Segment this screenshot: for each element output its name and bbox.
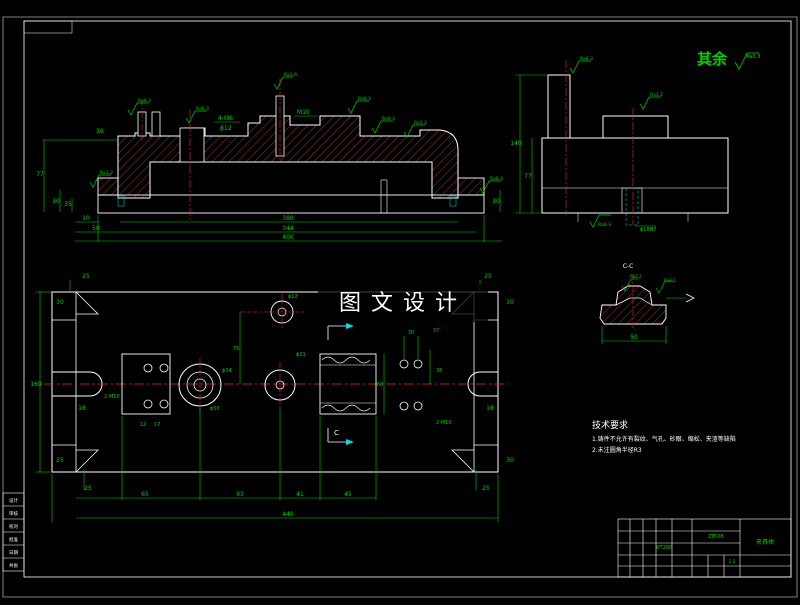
side-table-cell: 日期 [9,550,18,556]
dim-plan-seg-a: 65 [141,491,149,498]
rough-section: Ra3.2 [664,278,676,283]
rough-front: Ra3.2 [100,170,113,176]
plan-body [51,291,499,473]
dim-plan-tl-y: 30 [56,299,64,306]
watermark-text: 图文设计 [339,291,467,316]
dim-plan-total: 440 [282,511,294,518]
dim-plan-bore-c: ϕ21 [296,352,306,358]
dim-side-bore: ϕ18H7 [640,227,657,233]
side-table-cell: 共张 [9,562,18,569]
front-view: 380 344 400 50 10 77 30 35 30 M10 4-M6 ϕ… [36,72,503,242]
rough-side: Ra6.3 [580,56,593,62]
roughness-symbol-icon [734,52,759,70]
dim-side-height: 140 [510,140,522,147]
dim-plan-half: 38 [436,368,442,374]
title-block-scale: 1:2 [728,559,735,565]
dim-front-len-a: 380 [282,215,294,222]
dim-plan-seg-d: 45 [344,491,352,498]
drawing-frame [2,16,798,598]
rough-front: Ra1.6 [284,72,297,78]
dim-plan-slot-r: 18 [486,405,494,412]
side-table-cell: 校对 [9,523,18,530]
dim-plan-height: 160 [30,381,42,388]
dim-plan-hole-b: 2-M10 [436,420,452,426]
dim-plan-sub-b: 17 [154,422,160,428]
dim-plan-hole-a: 2-M10 [104,394,120,400]
dim-plan-bore-a: ϕ34 [222,368,232,374]
side-view: 140 77 ϕ18H7 Ra6.3 Ra3.2 Ra6.3 [510,56,729,233]
dim-plan-pin-hole: ϕ12 [288,294,298,300]
watermark: 图文设计 [318,284,488,322]
section-label: C-C [623,263,634,270]
notes-item: 1.铸件不允许有裂纹、气孔、砂眼、缩松、夹渣等缺陷 [592,435,736,443]
side-table-cell: 批准 [9,536,18,543]
dim-front-len-b: 344 [282,225,294,232]
dim-plan-tr-x: 25 [484,273,492,280]
dim-front-len-c: 400 [282,234,294,241]
dim-plan-seg-c: 41 [296,491,304,498]
side-table-cell: 审核 [9,510,18,517]
dim-plan-tl-x: 25 [82,273,90,280]
notes-title: 技术要求 [592,419,628,431]
view-arrow-label: C [334,429,339,437]
dim-plan-bl-y: 25 [56,457,64,464]
dim-front-hole-dia: ϕ12 [220,125,232,132]
rough-front: Ra6.3 [196,106,209,112]
dim-plan-sub-a: 12 [140,422,146,428]
dim-plan-br-x: 25 [482,485,490,492]
plan-view: C 440 65 93 41 [30,273,514,522]
dim-plan-tr-y: 30 [506,299,514,306]
dim-plan-slot-w: 60 [377,382,383,388]
rough-front: Ra6.3 [490,176,503,182]
dim-plan-br-y: 30 [506,457,514,464]
rough-front: Ra6.3 [358,96,371,102]
dim-front-left-a: 50 [92,225,100,232]
dim-plan-span-b: 30 [408,330,414,336]
roughness-value: Ra6.3 [746,54,760,60]
rough-front: Ra6.3 [138,98,151,104]
side-body [541,137,729,214]
rough-front: Ra3.2 [414,120,427,126]
rough-side: Ra3.2 [650,92,663,98]
rough-side: Ra6.3 [598,222,611,228]
rough-section: Ra3.2 [630,274,642,279]
dim-front-height-c: 35 [64,201,72,208]
dim-side-base-h: 77 [524,173,532,180]
title-block-name: 夹具体 [756,538,774,546]
roughness-label: 其余 [697,50,728,68]
technical-notes: 技术要求 1.铸件不允许有裂纹、气孔、砂眼、缩松、夹渣等缺陷 2.未注圆角半径R… [592,419,736,454]
dim-front-side-h: 30 [96,128,104,135]
dim-front-right-h: 30 [492,198,500,205]
dim-front-height-a: 77 [36,171,44,178]
title-block [617,518,792,578]
dim-plan-y-offset: 75 [233,346,239,352]
dim-plan-span-a: 37 [433,328,439,334]
side-table: 设计 审核 校对 批准 日期 共张 [2,492,25,572]
rough-front: Ra6.3 [382,116,395,122]
dim-front-hole-top: 4-M6 [218,115,233,122]
dim-front-thread: M10 [297,109,310,116]
front-body-section [117,115,459,199]
plan-center-block [319,353,377,415]
front-base [97,194,485,214]
title-block-code: ZJT-08 [708,534,724,540]
notes-item: 2.未注圆角半径R3 [592,446,642,454]
dim-plan-slot-l: 18 [78,405,86,412]
general-roughness: 其余 Ra6.3 [697,50,760,70]
dim-front-left-b: 10 [82,215,90,222]
side-table-cell: 设计 [9,497,18,504]
dim-front-height-b: 30 [52,198,60,205]
dim-plan-bl-x: 25 [84,485,92,492]
dim-plan-bore-b: ϕ50 [210,406,220,412]
dim-plan-seg-b: 93 [236,491,244,498]
dim-section-width: 50 [630,334,638,341]
title-block-material: HT200 [656,545,672,551]
section-cc: C-C 50 Ra3.2 Ra3.2 [599,263,695,344]
